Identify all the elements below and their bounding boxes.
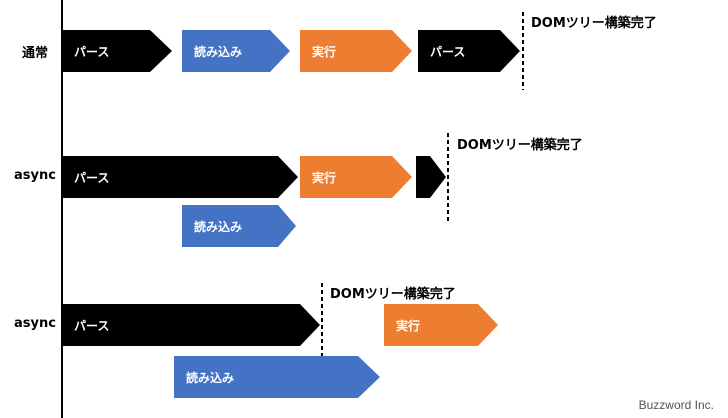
row3-label: async — [14, 316, 56, 331]
row1-dom-label: DOMツリー構築完了 — [531, 16, 657, 31]
row1-exec-arrow — [300, 30, 412, 72]
row1-parse2-arrow — [418, 30, 520, 72]
row1-label: 通常 — [22, 46, 49, 61]
row3-exec-text: 実行 — [396, 319, 421, 333]
row2-exec-text: 実行 — [312, 171, 337, 185]
row1-parse2-text: パース — [430, 45, 466, 59]
row2-parse-arrow — [62, 156, 298, 198]
row1-load-arrow — [182, 30, 290, 72]
row3-parse-arrow — [62, 304, 320, 346]
row1-parse-arrow — [62, 30, 172, 72]
row1-load-text: 読み込み — [194, 45, 243, 59]
row1-parse-text: パース — [74, 45, 110, 59]
row3-load-arrow — [174, 356, 380, 398]
row2-parse-text: パース — [74, 171, 110, 185]
row2-load-arrow — [182, 205, 296, 247]
row3-dom-label: DOMツリー構築完了 — [330, 287, 456, 302]
row2-dom-label: DOMツリー構築完了 — [457, 138, 583, 153]
row3-exec-arrow — [384, 304, 498, 346]
credit-text: Buzzword Inc. — [638, 398, 714, 412]
row2-label: async — [14, 168, 56, 183]
row3-parse-text: パース — [74, 319, 110, 333]
row1-exec-text: 実行 — [312, 45, 337, 59]
row3-load-text: 読み込み — [186, 371, 235, 385]
row2-parse2-arrow — [416, 156, 446, 198]
row2-exec-arrow — [300, 156, 412, 198]
row2-load-text: 読み込み — [194, 220, 243, 234]
